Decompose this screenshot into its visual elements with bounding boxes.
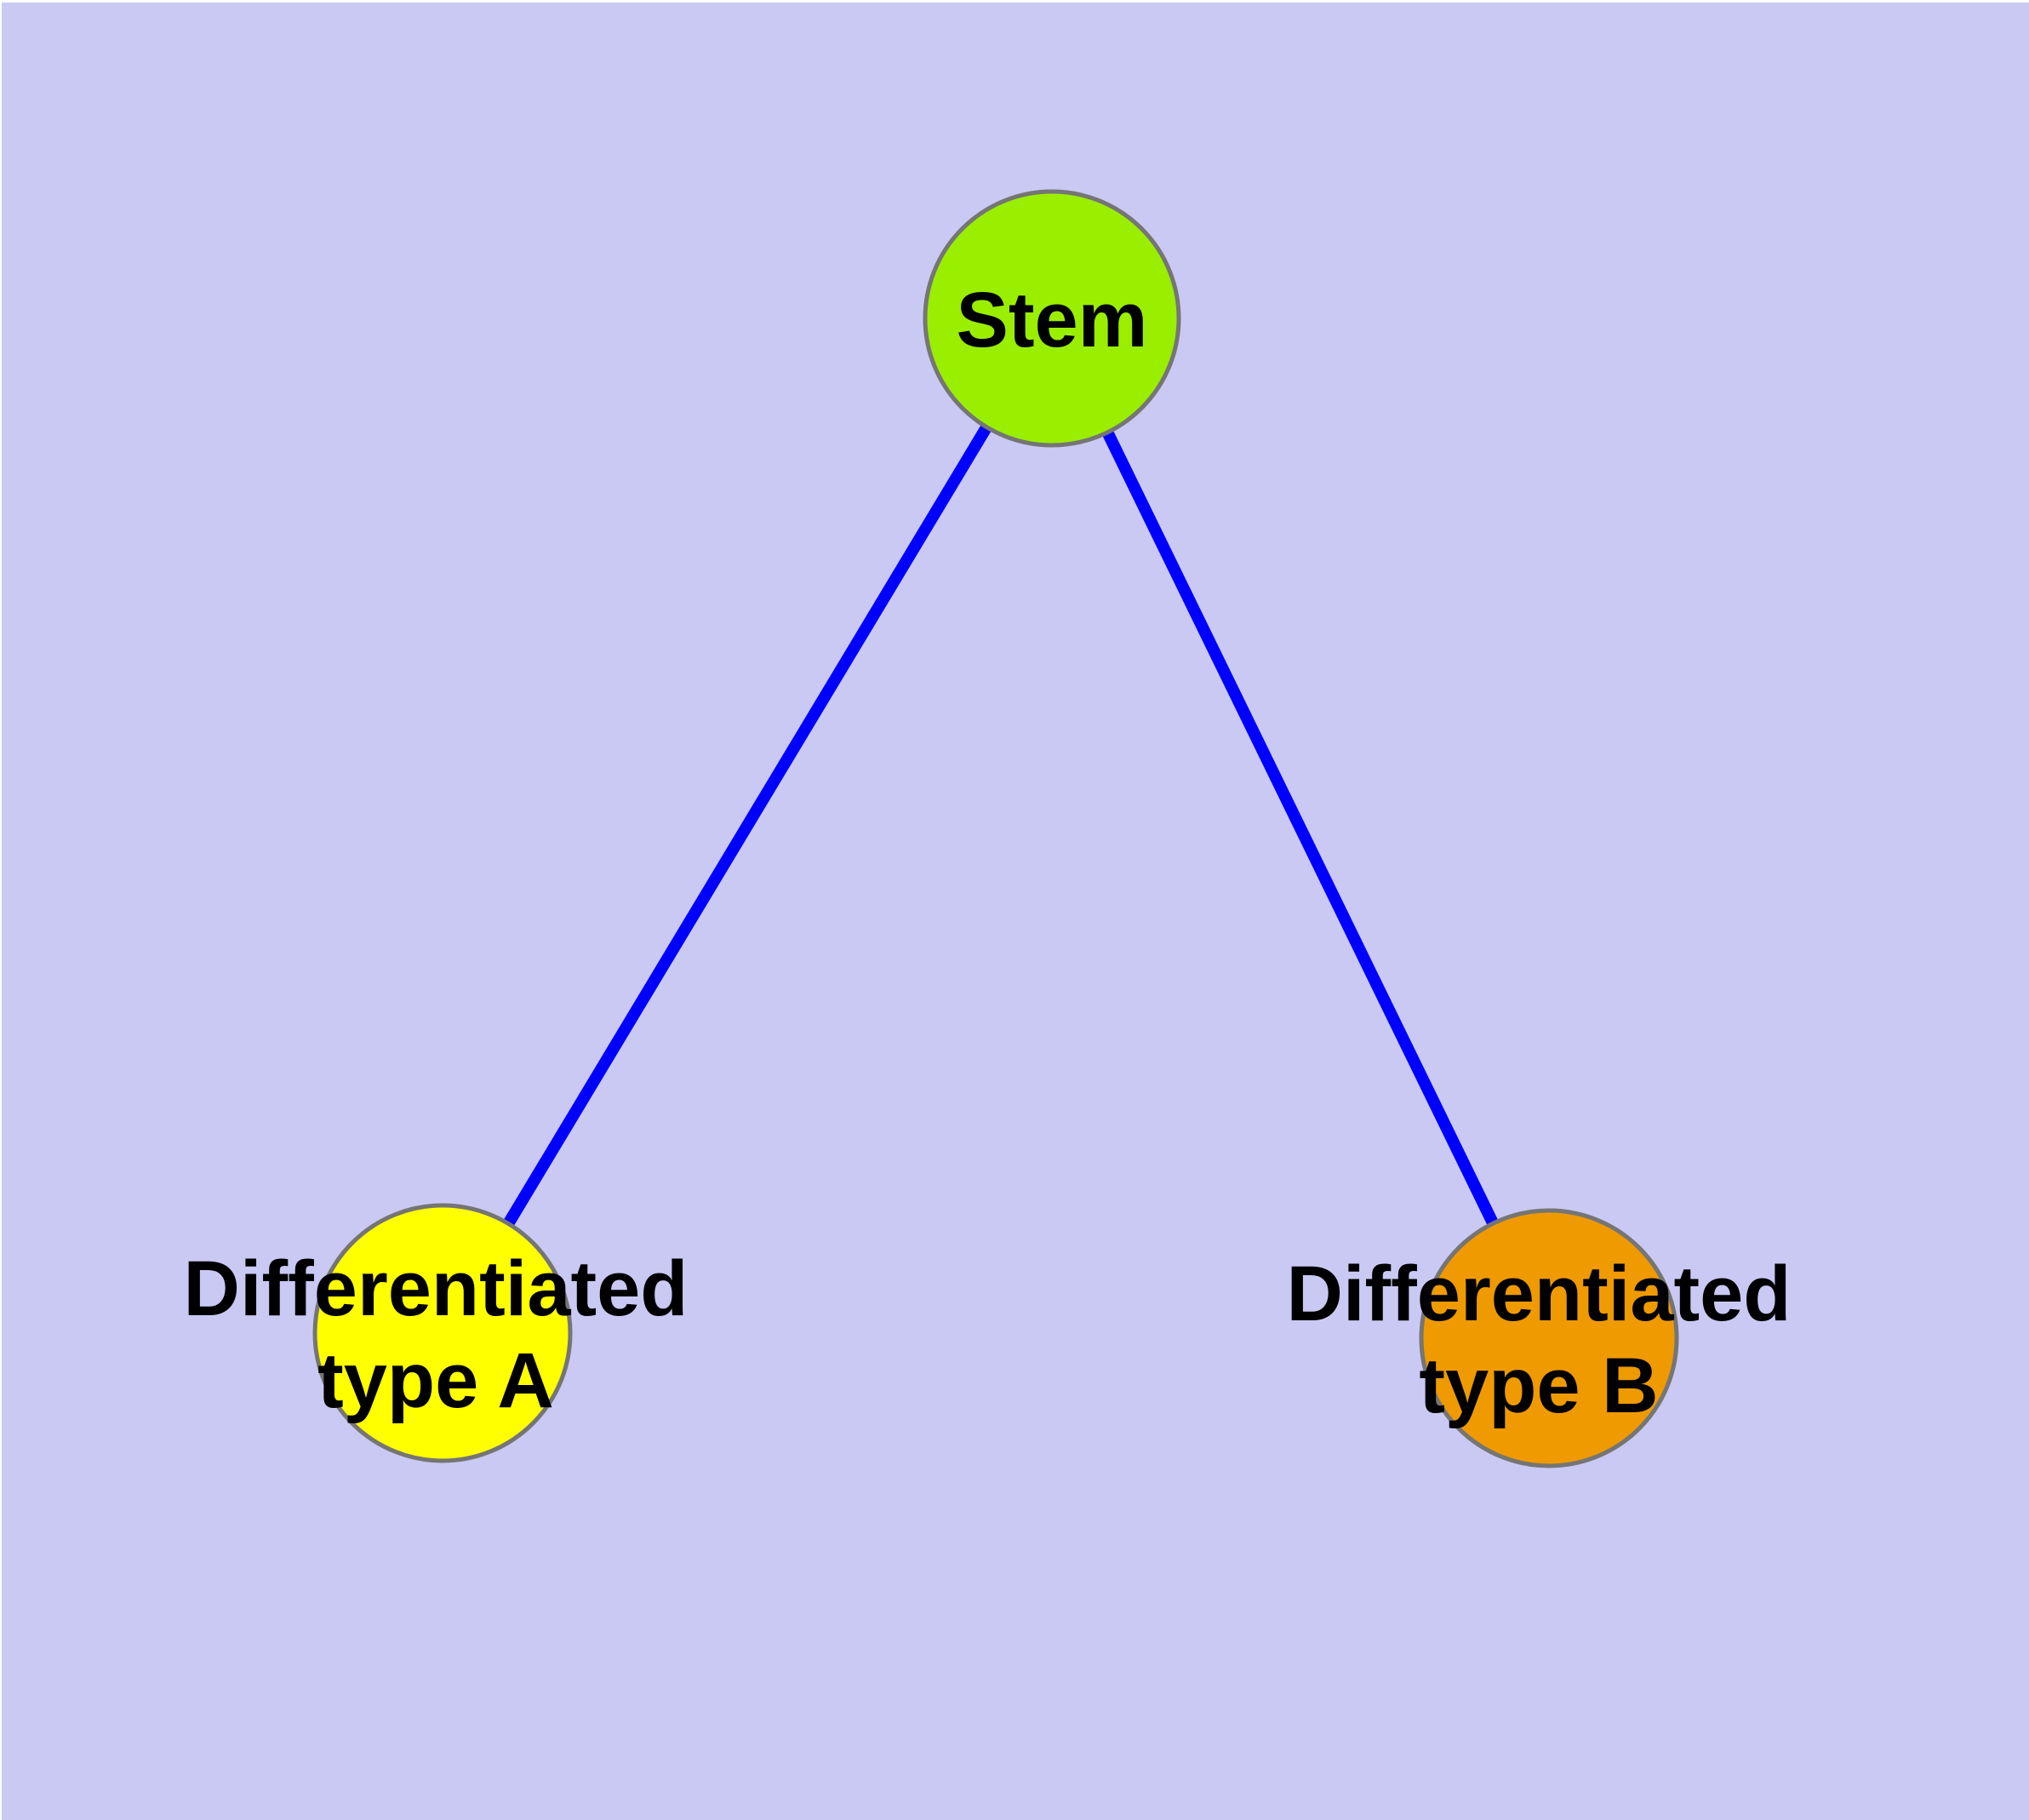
stem-node-circle xyxy=(923,189,1181,448)
edge-stem-to-type-a xyxy=(437,315,1058,1336)
type-b-node-label: Differentiated type B xyxy=(1286,1251,1792,1429)
type-a-node-circle xyxy=(312,1203,573,1463)
type-b-node-circle xyxy=(1419,1208,1679,1468)
edge-stem-to-type-b xyxy=(1046,315,1555,1342)
stem-node-label: Stem xyxy=(956,277,1148,363)
type-a-node-label: Differentiated type A xyxy=(183,1245,689,1424)
